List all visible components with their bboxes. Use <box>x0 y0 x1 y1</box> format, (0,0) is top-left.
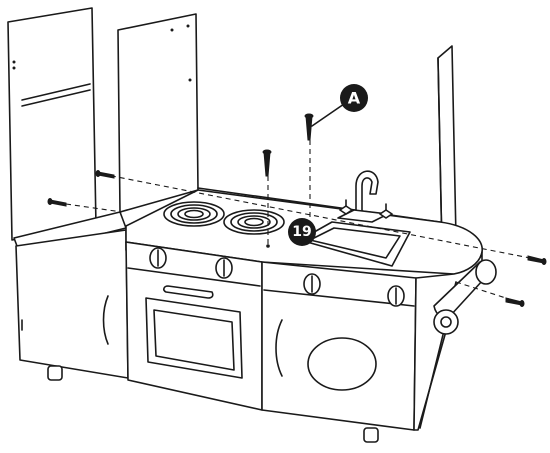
sink-cabinet <box>261 261 417 443</box>
towel-rail <box>433 259 497 335</box>
part-label-callout: A <box>311 84 368 127</box>
hob-burner-right[interactable] <box>223 209 285 235</box>
screw-left <box>47 198 67 207</box>
assembly-guides <box>65 140 531 301</box>
left-cabinet <box>13 211 129 381</box>
screw-back-left <box>95 170 115 179</box>
hob-burner-left[interactable] <box>163 201 225 227</box>
screw-right-upper <box>527 255 547 265</box>
step-number: 19 <box>292 224 311 240</box>
right-side-panel <box>437 45 457 251</box>
stove-cabinet <box>125 241 263 411</box>
left-back-panel <box>7 7 97 241</box>
washer-door[interactable] <box>307 337 377 391</box>
step-number-badge: 19 <box>288 218 316 246</box>
screw-vertical-a <box>304 113 314 141</box>
oven-handle[interactable] <box>163 285 214 299</box>
middle-back-panel <box>117 13 199 213</box>
faucet[interactable] <box>337 170 393 223</box>
screw-vertical-mid <box>262 149 272 177</box>
part-label: A <box>348 89 361 108</box>
sink-basin <box>299 221 411 267</box>
screw-right-lower <box>505 297 525 307</box>
